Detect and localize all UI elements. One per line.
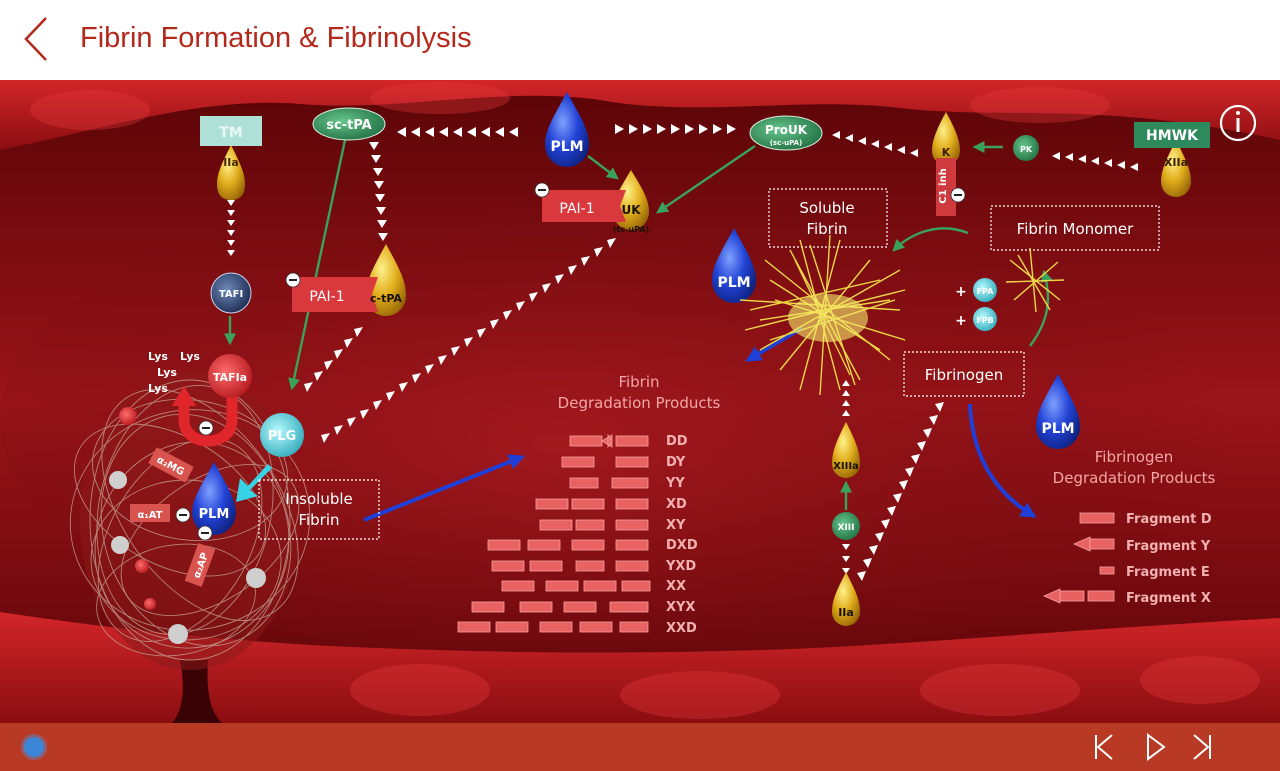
app-header: Fibrin Formation & Fibrinolysis bbox=[0, 0, 1280, 80]
vessel-wall-bottom bbox=[0, 612, 1280, 723]
tafi-label: TAFI bbox=[219, 289, 243, 300]
fdp-product-list: DD DY YY XD XY DXD YXD XX XYX XXD bbox=[665, 434, 698, 636]
a2at-label: α₁AT bbox=[137, 510, 162, 521]
plg-label: PLG bbox=[268, 429, 296, 444]
fgdp-title-1: Fibrinogen bbox=[1095, 448, 1174, 466]
plm-clot-label: PLM bbox=[199, 507, 230, 522]
zymogen-badges bbox=[208, 107, 1039, 540]
lys-label-3: Lys bbox=[157, 366, 177, 379]
fragment-item: Fragment E bbox=[1126, 565, 1210, 580]
plg-to-plm-arrow bbox=[236, 464, 272, 502]
pai1-top-label: PAI-1 bbox=[559, 201, 594, 217]
label-boxes bbox=[200, 116, 1210, 540]
sc-tpa-label: sc-tPA bbox=[326, 118, 371, 133]
xiiia-label: XIIIa bbox=[833, 461, 859, 472]
fdp-product: DY bbox=[666, 455, 686, 470]
fibrinogen-label: Fibrinogen bbox=[925, 366, 1004, 384]
pathway-diagram: TM IIa sc-tPA PLM ProUK (sc-uPA) K PK HM… bbox=[0, 80, 1280, 723]
plasmin-drops bbox=[192, 92, 1080, 535]
insoluble-fibrin-label-2: Fibrin bbox=[298, 511, 339, 529]
soluble-fibrin-label-1: Soluble bbox=[799, 199, 854, 217]
fdp-product: XY bbox=[666, 518, 686, 533]
xiia-label: XIIa bbox=[1164, 156, 1188, 169]
plm-top-label: PLM bbox=[550, 139, 583, 155]
iia-top-label: IIa bbox=[223, 156, 239, 169]
fragment-item: Fragment X bbox=[1126, 591, 1211, 606]
pk-label: PK bbox=[1020, 145, 1033, 154]
lys-label-4: Lys bbox=[148, 382, 168, 395]
plm-right-label: PLM bbox=[1041, 421, 1074, 437]
diagram-stage: TM IIa sc-tPA PLM ProUK (sc-uPA) K PK HM… bbox=[0, 80, 1280, 723]
activation-chevrons bbox=[227, 124, 1138, 581]
back-button[interactable] bbox=[18, 14, 58, 64]
lys-label-2: Lys bbox=[180, 350, 200, 363]
fibrinogen-fragment-list: Fragment D Fragment Y Fragment E Fragmen… bbox=[1126, 512, 1212, 606]
last-slide-button[interactable] bbox=[1186, 731, 1222, 763]
fdp-product: XXD bbox=[666, 621, 697, 636]
prouk-label: ProUK bbox=[765, 123, 808, 137]
plus-label-2: + bbox=[955, 313, 967, 329]
tafia-lysine-removal bbox=[172, 378, 238, 447]
fibrin-clot bbox=[69, 370, 311, 723]
insoluble-fibrin-label-1: Insoluble bbox=[285, 490, 353, 508]
ctpa-label: c-tPA bbox=[370, 292, 402, 305]
chevron-left-icon bbox=[24, 17, 47, 61]
xiii-label: XIII bbox=[838, 523, 855, 533]
fpa-label: FPA bbox=[977, 287, 995, 296]
plm-mid-label: PLM bbox=[717, 275, 750, 291]
pai1-left-label: PAI-1 bbox=[309, 289, 344, 305]
inhibitor-tags bbox=[130, 447, 216, 587]
tm-label: TM bbox=[219, 125, 242, 141]
fdp-product: DD bbox=[666, 434, 688, 449]
play-next-icon bbox=[1147, 733, 1166, 761]
fragment-item: Fragment Y bbox=[1126, 539, 1211, 554]
fdp-glyphs bbox=[457, 433, 1115, 633]
enzyme-drops bbox=[217, 112, 1191, 626]
fdp-title-2: Degradation Products bbox=[558, 394, 721, 412]
fdp-product: YY bbox=[665, 476, 685, 491]
iia-bottom-label: IIa bbox=[838, 606, 854, 619]
hmwk-label: HMWK bbox=[1146, 128, 1199, 144]
fibrin-monomer-label: Fibrin Monomer bbox=[1017, 220, 1134, 238]
k-label: K bbox=[942, 146, 951, 159]
first-slide-button[interactable] bbox=[1086, 731, 1122, 763]
page-title: Fibrin Formation & Fibrinolysis bbox=[80, 22, 472, 54]
next-slide-button[interactable] bbox=[1138, 731, 1174, 763]
c1inh-label: C1 inh bbox=[938, 168, 949, 203]
prouk-sub-label: (sc-uPA) bbox=[770, 139, 803, 147]
lys-label-1: Lys bbox=[148, 350, 168, 363]
fgdp-title-2: Degradation Products bbox=[1053, 469, 1216, 487]
fdp-product: XYX bbox=[666, 600, 695, 615]
fdp-title-1: Fibrin bbox=[618, 373, 659, 391]
skip-back-icon bbox=[1095, 734, 1113, 760]
minus-icons bbox=[179, 189, 962, 534]
uk-sub-label: (tc-uPA) bbox=[613, 225, 649, 234]
fpb-label: FPB bbox=[976, 316, 993, 325]
fdp-product: XD bbox=[666, 497, 687, 512]
progress-dot[interactable] bbox=[24, 737, 44, 757]
vessel-wall-top bbox=[0, 80, 1280, 150]
skip-forward-icon bbox=[1193, 734, 1211, 760]
info-icon bbox=[1219, 104, 1257, 142]
fragment-item: Fragment D bbox=[1126, 512, 1212, 527]
uk-label: UK bbox=[621, 203, 641, 217]
soluble-fibrin-label-2: Fibrin bbox=[806, 220, 847, 238]
plus-label-1: + bbox=[955, 284, 967, 300]
tafia-label: TAFIa bbox=[213, 371, 247, 384]
info-button[interactable] bbox=[1219, 104, 1257, 142]
fdp-product: DXD bbox=[666, 538, 698, 553]
fdp-product: YXD bbox=[665, 559, 696, 574]
app-footer bbox=[0, 723, 1280, 771]
fdp-product: XX bbox=[666, 579, 686, 594]
